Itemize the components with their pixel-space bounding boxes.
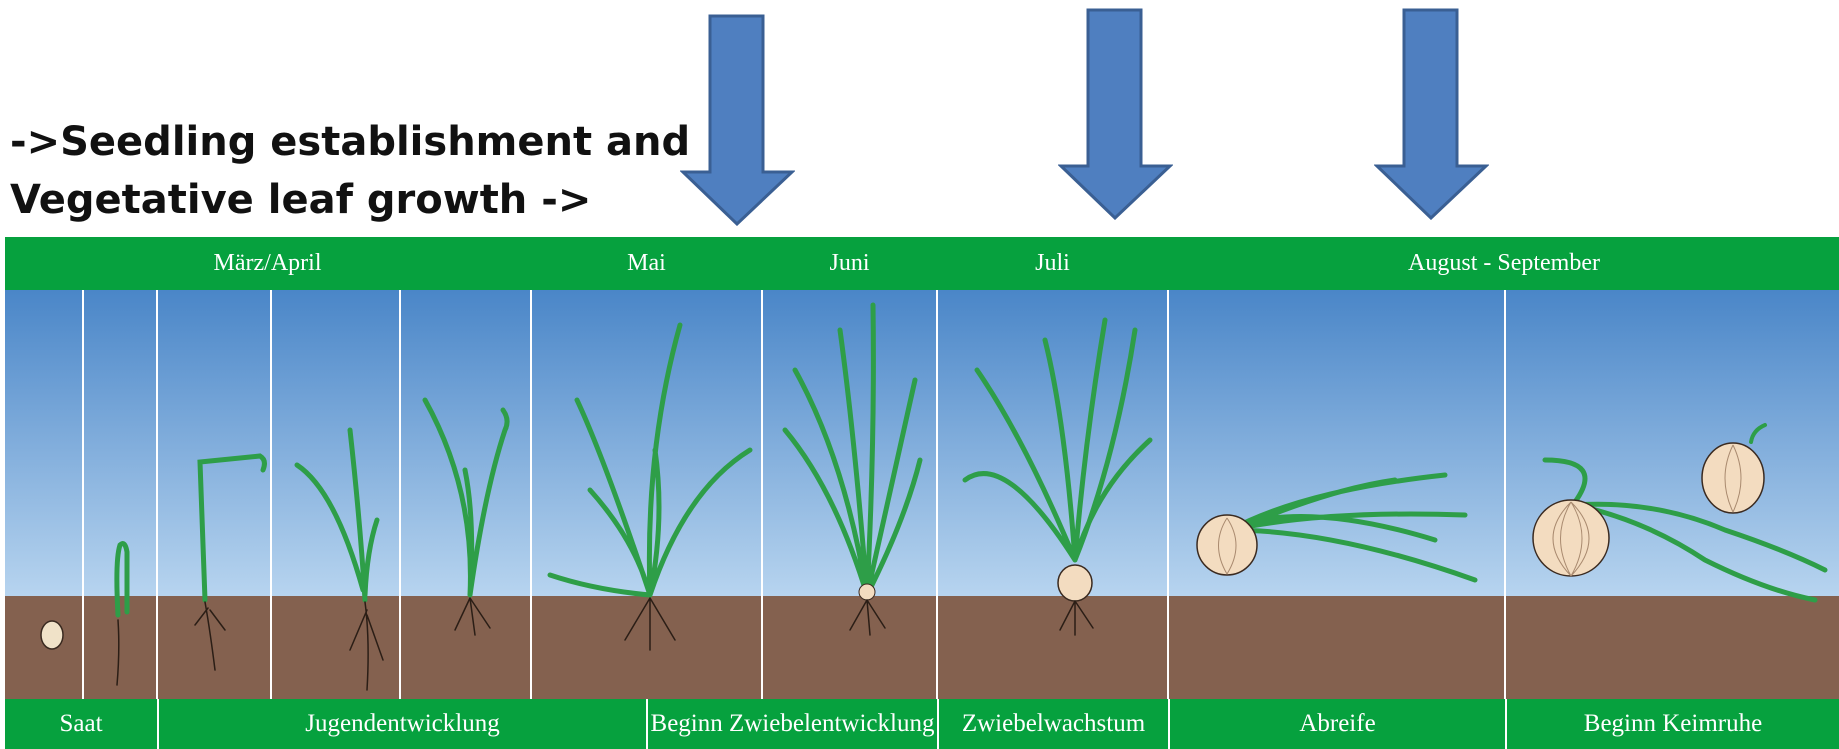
onion-bulb-icon	[1197, 515, 1257, 575]
down-arrow-icon	[680, 14, 795, 226]
onion-growth-stages-figure: März/April Mai Juni Juli August - Septem…	[5, 237, 1839, 749]
onion-bulb-icon	[1702, 443, 1764, 513]
down-arrow-icon	[1058, 8, 1173, 220]
growth-scene	[5, 290, 1839, 699]
diagram-heading: ->Seedling establishment and Vegetative …	[10, 113, 690, 229]
heading-line-2: Vegetative leaf growth ->	[10, 171, 690, 229]
heading-line-1: ->Seedling establishment and	[10, 113, 690, 171]
month-label: August - September	[1169, 237, 1839, 290]
stage-dividers	[5, 699, 1839, 749]
month-label: Juli	[938, 237, 1167, 290]
month-label: März/April	[5, 237, 530, 290]
soil	[5, 596, 1839, 699]
onion-seed-icon	[41, 621, 63, 649]
month-label: Mai	[532, 237, 761, 290]
month-label: Juni	[763, 237, 936, 290]
onion-bulb-icon	[1533, 500, 1609, 576]
down-arrow-icon	[1374, 8, 1489, 220]
